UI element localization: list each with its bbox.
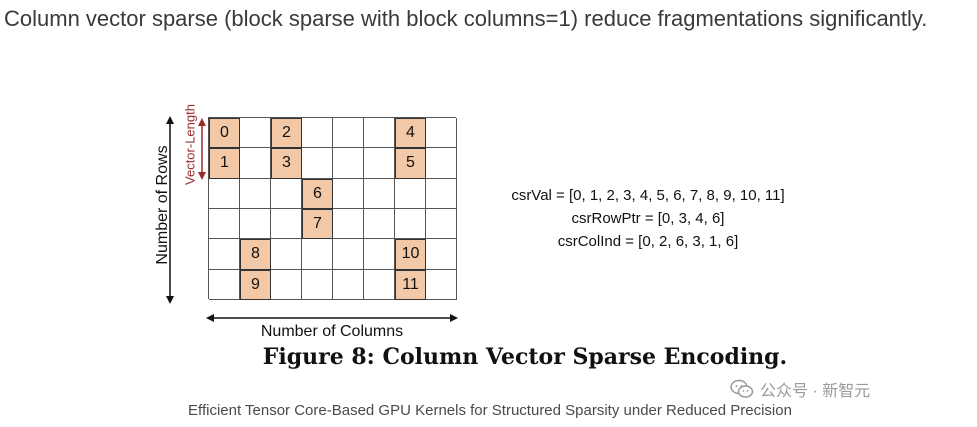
matrix-cell-nonzero: 11: [395, 269, 426, 300]
matrix-cell-nonzero: 2: [271, 118, 302, 149]
matrix-cell-empty: [240, 148, 271, 179]
matrix-cell-nonzero: 5: [395, 148, 426, 179]
columns-axis-arrowhead-right: [450, 314, 458, 322]
matrix-cell-empty: [302, 269, 333, 300]
matrix-cell-empty: [271, 178, 302, 209]
matrix-cell-empty: [271, 239, 302, 270]
paper-title: Efficient Tensor Core-Based GPU Kernels …: [188, 402, 792, 419]
matrix-cell-nonzero: 4: [395, 118, 426, 149]
matrix-cell-empty: [240, 178, 271, 209]
intro-text: Column vector sparse (block sparse with …: [4, 6, 928, 31]
rows-axis-arrowhead-top: [166, 116, 174, 124]
matrix-cell-empty: [209, 239, 240, 270]
csr-col-ind: csrColInd = [0, 2, 6, 3, 1, 6]: [557, 233, 739, 250]
matrix-cell-empty: [364, 178, 395, 209]
matrix-cell-empty: [395, 178, 426, 209]
columns-axis-label: Number of Columns: [260, 323, 404, 340]
watermark: 公众号 · 新智元: [730, 377, 960, 401]
matrix-cell-nonzero: 9: [240, 269, 271, 300]
csr-val: csrVal = [0, 1, 2, 3, 4, 5, 6, 7, 8, 9, …: [511, 187, 785, 204]
matrix-cell-nonzero: 1: [209, 148, 240, 179]
matrix-cell-empty: [426, 118, 457, 149]
matrix-cell-empty: [240, 118, 271, 149]
matrix-cell-empty: [364, 239, 395, 270]
watermark-text: 公众号 · 新智元: [760, 383, 871, 400]
matrix-cell-empty: [364, 269, 395, 300]
matrix-cell-empty: [395, 208, 426, 240]
matrix-cell-empty: [240, 208, 271, 240]
matrix-cell-nonzero: 7: [302, 208, 333, 240]
vector-length-arrowhead-top: [198, 118, 206, 126]
matrix-cell-empty: [426, 208, 457, 240]
matrix-cell-empty: [364, 148, 395, 179]
csr-arrays: csrVal = [0, 1, 2, 3, 4, 5, 6, 7, 8, 9, …: [448, 184, 848, 253]
matrix-cell-empty: [209, 269, 240, 300]
matrix-cell-empty: [426, 148, 457, 179]
matrix-cell-empty: [426, 239, 457, 270]
matrix-cell-empty: [333, 239, 364, 270]
matrix-cell-nonzero: 3: [271, 148, 302, 179]
matrix-cell-nonzero: 10: [395, 239, 426, 270]
matrix-cell-empty: [302, 118, 333, 149]
matrix-cell-nonzero: 8: [240, 239, 271, 270]
matrix-cell-empty: [364, 208, 395, 240]
matrix-cell-empty: [426, 178, 457, 209]
matrix-cell-nonzero: 6: [302, 178, 333, 209]
vector-length-arrowhead-bottom: [198, 172, 206, 180]
vector-length-label: Vector-Length: [182, 104, 198, 185]
rows-axis-arrowhead-bottom: [166, 296, 174, 304]
matrix-cell-empty: [209, 178, 240, 209]
matrix-cell-empty: [333, 178, 364, 209]
matrix-cell-empty: [271, 269, 302, 300]
matrix-cell-empty: [364, 118, 395, 149]
matrix-cell-empty: [302, 239, 333, 270]
matrix-cell-nonzero: 0: [209, 118, 240, 149]
matrix-cell-empty: [333, 118, 364, 149]
matrix-cell-empty: [209, 208, 240, 240]
matrix-cell-empty: [333, 269, 364, 300]
figure-caption: Figure 8: Column Vector Sparse Encoding.: [262, 344, 788, 370]
matrix-cell-empty: [302, 148, 333, 179]
rows-axis-label: Number of Rows: [154, 145, 171, 265]
csr-row-ptr: csrRowPtr = [0, 3, 4, 6]: [571, 210, 725, 227]
matrix-cell-empty: [333, 208, 364, 240]
matrix-cell-empty: [426, 269, 457, 300]
matrix-cell-empty: [333, 148, 364, 179]
matrix-cell-empty: [271, 208, 302, 240]
wechat-icon: [730, 379, 754, 398]
columns-axis-arrowhead-left: [206, 314, 214, 322]
